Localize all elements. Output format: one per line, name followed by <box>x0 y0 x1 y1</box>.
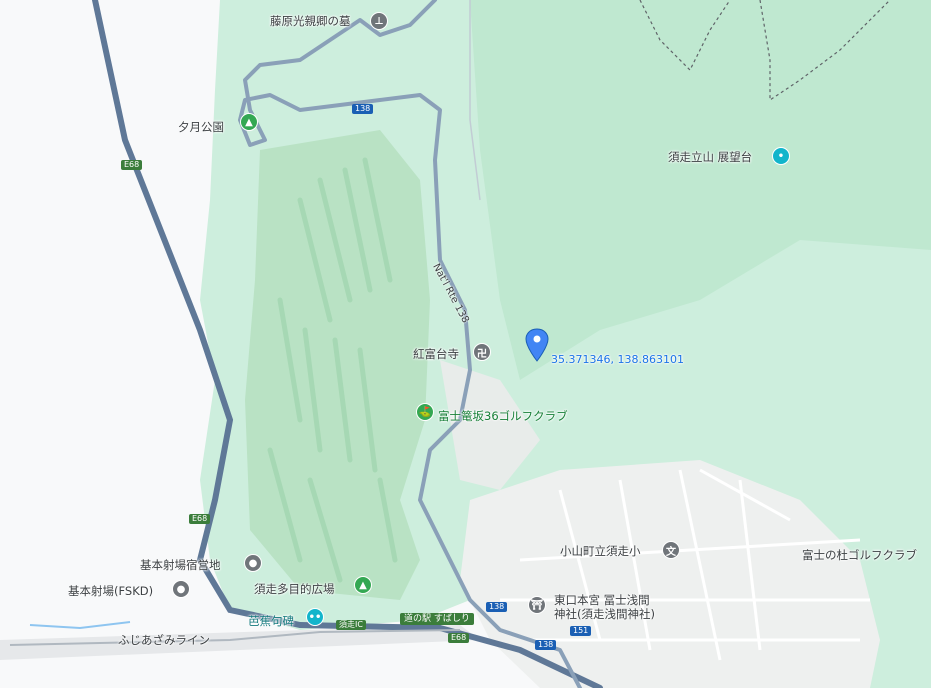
attraction-icon[interactable]: •• <box>306 608 324 626</box>
road-label-fuji-azami: ふじあざみライン <box>118 633 210 647</box>
golf-icon[interactable]: ⛳ <box>416 403 434 421</box>
town-streets <box>500 468 870 661</box>
poi-label-yuzuki-park[interactable]: 夕月公園 <box>178 120 224 134</box>
temple-icon[interactable]: 卍 <box>473 343 491 361</box>
route-138 <box>238 0 582 688</box>
minor-road <box>469 0 481 201</box>
poi-label-shrine-1[interactable]: 東口本宮 冨士浅間 <box>554 593 650 607</box>
school-icon[interactable]: 文 <box>662 541 680 559</box>
town-area <box>460 460 880 688</box>
tree-icon[interactable]: ▲ <box>240 113 258 131</box>
poi-label-multipurpose-field[interactable]: 須走多目的広場 <box>254 582 335 596</box>
road-band <box>0 625 480 660</box>
tree-icon[interactable]: ▲ <box>354 576 372 594</box>
poi-label-fujiwara-tomb[interactable]: 藤原光親卿の墓 <box>270 14 351 28</box>
shield-road-station[interactable]: 道の駅 すばしり <box>400 613 474 625</box>
shrine-icon[interactable]: ⛩ <box>528 596 546 614</box>
dropped-pin-icon[interactable] <box>525 328 549 362</box>
shield-e68: E68 <box>189 514 211 524</box>
monument-icon[interactable]: ⊥ <box>370 12 388 30</box>
poi-label-camp[interactable]: 基本射場宿営地 <box>140 558 221 572</box>
place-icon[interactable]: ● <box>172 580 190 598</box>
poi-label-school[interactable]: 小山町立須走小 <box>560 544 641 558</box>
poi-label-fuji-mori-golf[interactable]: 富士の杜ゴルフクラブ <box>802 548 917 562</box>
pin-coordinates[interactable]: 35.371346, 138.863101 <box>551 353 684 366</box>
fairways <box>267 157 398 583</box>
shield-e68: E68 <box>121 160 143 170</box>
poi-label-basho-monument[interactable]: 芭蕉句碑 <box>248 614 294 628</box>
place-icon[interactable]: ● <box>244 554 262 572</box>
poi-label-viewpoint[interactable]: 須走立山 展望台 <box>668 150 753 164</box>
shield-e68: E68 <box>448 633 470 643</box>
shield-138: 138 <box>486 602 508 612</box>
fuji-azami-line <box>9 629 461 646</box>
shield-138: 138 <box>352 104 374 114</box>
poi-label-shrine-2[interactable]: 神社(須走浅間神社) <box>554 607 655 621</box>
poi-label-golf-club[interactable]: 富士篭坂36ゴルフクラブ <box>438 409 568 423</box>
trails <box>639 0 891 102</box>
shield-interchange: 須走IC <box>336 620 366 630</box>
viewpoint-icon[interactable]: • <box>772 147 790 165</box>
poi-label-fskd[interactable]: 基本射場(FSKD) <box>68 584 154 598</box>
poi-label-temple[interactable]: 紅富台寺 <box>413 347 459 361</box>
shield-151: 151 <box>570 626 592 636</box>
shield-138: 138 <box>535 640 557 650</box>
mountain-area <box>470 0 931 380</box>
stream <box>29 621 131 630</box>
